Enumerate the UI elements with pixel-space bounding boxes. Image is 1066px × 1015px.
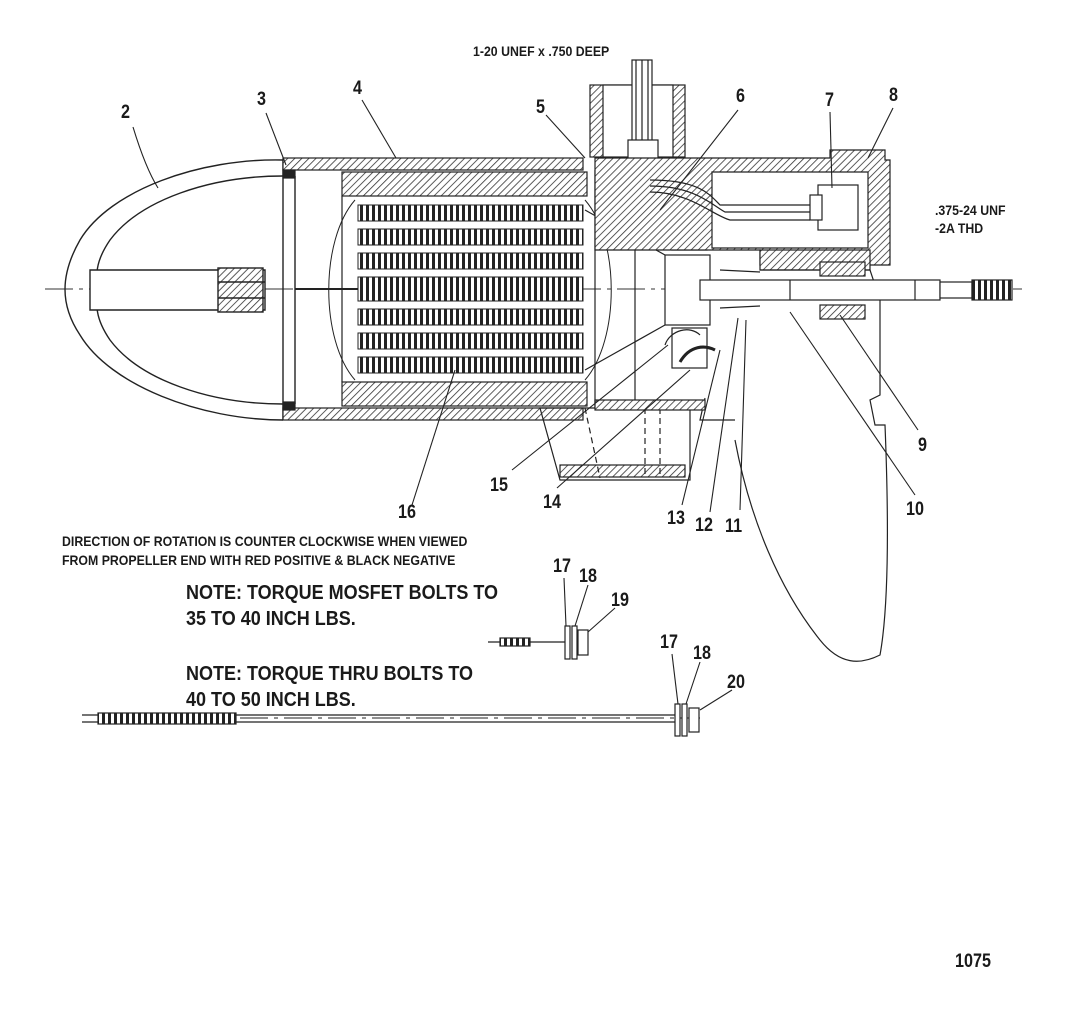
rotation-note-line1: DIRECTION OF ROTATION IS COUNTER CLOCKWI… bbox=[62, 533, 468, 549]
leader-5 bbox=[545, 114, 586, 159]
callout-17a: 17 bbox=[553, 556, 571, 577]
callout-17b: 17 bbox=[660, 632, 678, 653]
callout-19: 19 bbox=[611, 590, 629, 611]
mosfet-torque-note-line1: NOTE: TORQUE MOSFET BOLTS TO bbox=[186, 582, 499, 604]
leader-12 bbox=[709, 317, 739, 513]
leader-4 bbox=[361, 99, 397, 159]
mosfet-bolt-assembly bbox=[488, 625, 589, 660]
callout-20: 20 bbox=[727, 672, 745, 693]
callout-4: 4 bbox=[353, 78, 362, 99]
callout-16: 16 bbox=[398, 502, 416, 523]
leader-lines bbox=[132, 99, 919, 711]
callout-2: 2 bbox=[121, 102, 130, 123]
callout-10: 10 bbox=[906, 499, 924, 520]
thread-spec-shaft-line2: -2A THD bbox=[935, 220, 984, 236]
rotation-note-line2: FROM PROPELLER END WITH RED POSITIVE & B… bbox=[62, 552, 456, 568]
leader-18a bbox=[574, 584, 589, 627]
leader-9 bbox=[839, 314, 919, 431]
leader-7 bbox=[829, 111, 833, 189]
leader-6 bbox=[659, 109, 739, 211]
callout-11: 11 bbox=[725, 516, 743, 537]
callout-12: 12 bbox=[695, 515, 713, 536]
callout-18a: 18 bbox=[579, 566, 597, 587]
thread-spec-top-port: 1-20 UNEF x .750 DEEP bbox=[473, 43, 610, 59]
output-shaft bbox=[699, 269, 1013, 309]
callout-9: 9 bbox=[918, 435, 927, 456]
leader-13 bbox=[681, 349, 721, 506]
callout-14: 14 bbox=[543, 492, 561, 513]
motor-housing bbox=[282, 157, 596, 421]
leader-3 bbox=[265, 112, 287, 166]
leader-19 bbox=[587, 607, 616, 633]
leader-10 bbox=[789, 311, 916, 496]
leader-16 bbox=[411, 369, 456, 506]
callout-18b: 18 bbox=[693, 643, 711, 664]
leader-2 bbox=[132, 126, 159, 189]
callout-3: 3 bbox=[257, 89, 266, 110]
page-number: 1075 bbox=[955, 951, 991, 972]
lower-housing-fin bbox=[699, 261, 889, 662]
leader-15 bbox=[511, 344, 669, 471]
leader-14 bbox=[556, 369, 691, 489]
nose-cone bbox=[64, 159, 296, 421]
thru-bolt-assembly bbox=[82, 703, 700, 737]
mosfet-torque-note-line2: 35 TO 40 INCH LBS. bbox=[186, 608, 356, 630]
leader-18b bbox=[685, 661, 701, 705]
callout-6: 6 bbox=[736, 86, 745, 107]
thru-bolt-torque-note-line1: NOTE: TORQUE THRU BOLTS TO bbox=[186, 663, 474, 685]
callout-15: 15 bbox=[490, 475, 508, 496]
leader-8 bbox=[867, 107, 894, 159]
control-housing bbox=[594, 149, 891, 271]
callout-13: 13 bbox=[667, 508, 685, 529]
callout-5: 5 bbox=[536, 97, 545, 118]
leader-11 bbox=[739, 319, 747, 511]
leader-17a bbox=[563, 577, 567, 627]
leader-17b bbox=[671, 653, 679, 705]
callout-7: 7 bbox=[825, 90, 834, 111]
thread-spec-shaft-line1: .375-24 UNF bbox=[935, 202, 1006, 218]
armature bbox=[295, 199, 612, 381]
thru-bolt-torque-note-line2: 40 TO 50 INCH LBS. bbox=[186, 689, 356, 711]
leader-20 bbox=[699, 689, 733, 711]
callout-8: 8 bbox=[889, 85, 898, 106]
